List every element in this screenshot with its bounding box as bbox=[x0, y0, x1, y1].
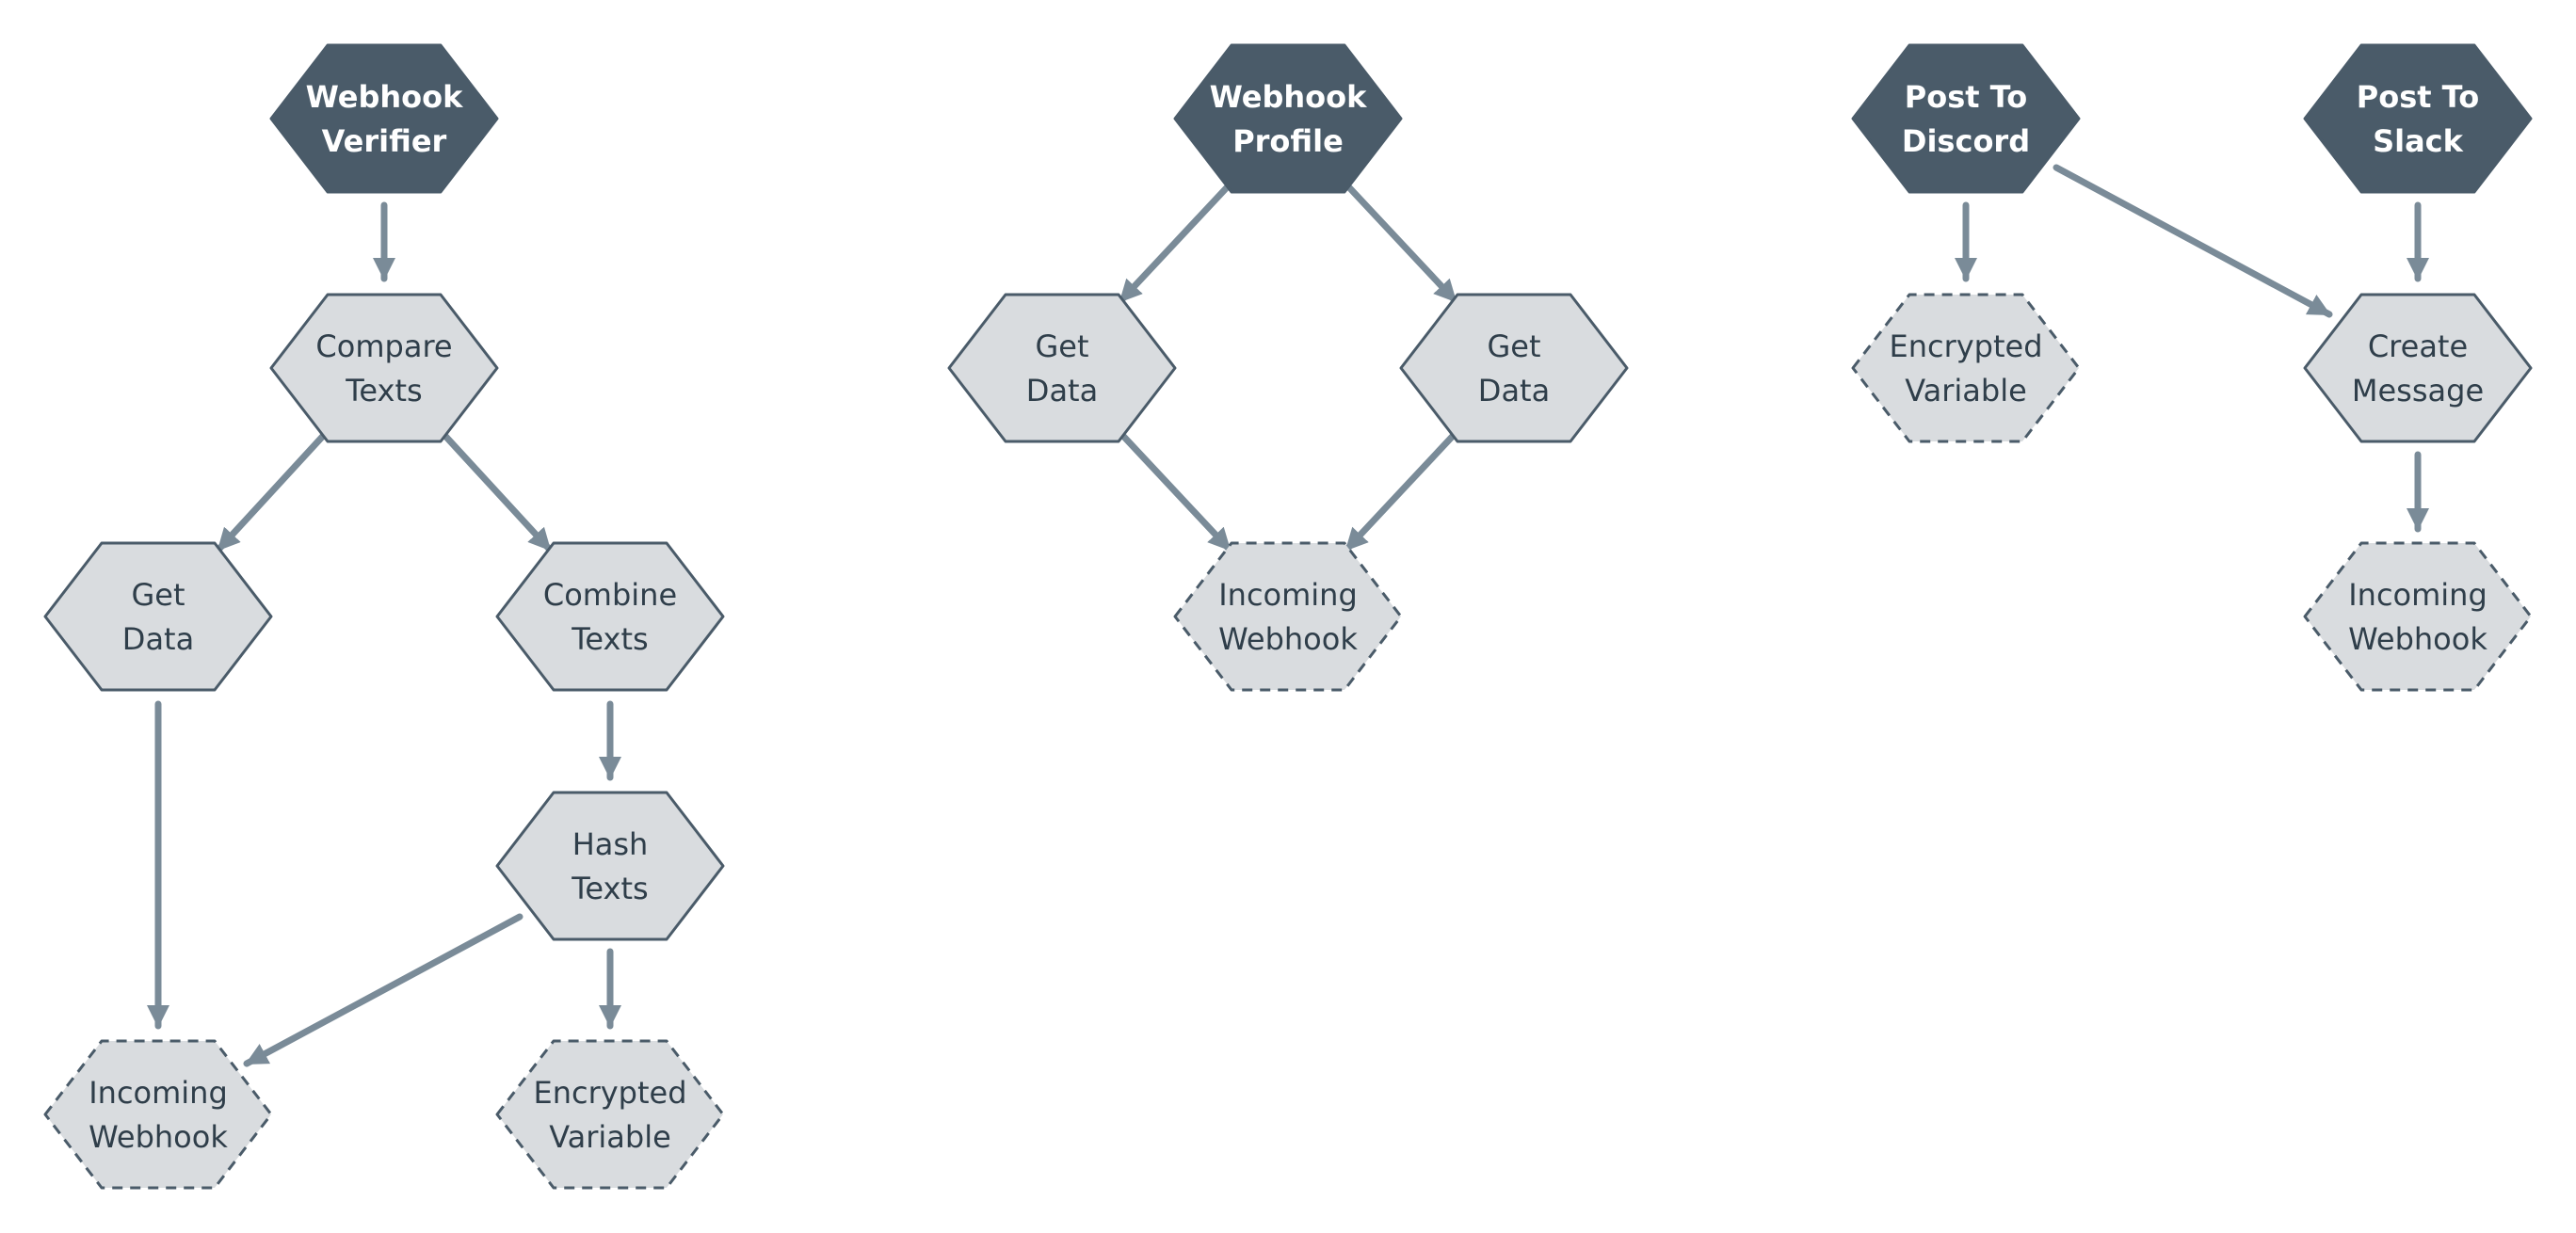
node-label-line: Texts bbox=[571, 621, 648, 657]
node-label-line: Texts bbox=[571, 871, 648, 906]
edge-compare-texts-to-get-data-1 bbox=[215, 429, 330, 553]
node-shape bbox=[269, 293, 499, 443]
node-label-line: Create bbox=[2368, 328, 2468, 364]
node-shape bbox=[495, 791, 725, 941]
node-label-line: Encrypted bbox=[533, 1075, 686, 1111]
node-label-line: Incoming bbox=[89, 1075, 228, 1111]
node-label-line: Data bbox=[1478, 373, 1550, 408]
node-label-line: Compare bbox=[315, 328, 452, 364]
edge-get-data-2-to-incoming-webhook-2 bbox=[1117, 429, 1233, 553]
edge-post-to-discord-to-create-message bbox=[2053, 164, 2333, 318]
node-label-line: Webhook bbox=[1210, 79, 1368, 115]
node-shape bbox=[1851, 43, 2081, 194]
node-shape bbox=[2303, 293, 2533, 443]
node-label-line: Discord bbox=[1902, 123, 2030, 159]
node-label-line: Get bbox=[1487, 328, 1540, 364]
edge-hash-texts-to-incoming-webhook-1 bbox=[243, 913, 523, 1067]
node-label-line: Data bbox=[1026, 373, 1098, 408]
node-shape bbox=[1173, 43, 1403, 194]
edges-layer bbox=[147, 164, 2429, 1067]
node-shape bbox=[495, 541, 725, 692]
node-post-to-slack[interactable]: Post To Slack bbox=[2303, 43, 2533, 194]
node-label-line: Message bbox=[2352, 373, 2484, 408]
node-post-to-discord[interactable]: Post To Discord bbox=[1851, 43, 2081, 194]
node-label-line: Slack bbox=[2373, 123, 2464, 159]
node-shape bbox=[2303, 43, 2533, 194]
node-label-line: Combine bbox=[543, 577, 677, 613]
node-shape bbox=[43, 541, 273, 692]
node-label-line: Texts bbox=[345, 373, 422, 408]
node-label-line: Profile bbox=[1232, 123, 1344, 159]
node-label-line: Get bbox=[1035, 328, 1088, 364]
node-label-line: Webhook bbox=[1218, 621, 1358, 657]
node-label-line: Get bbox=[131, 577, 185, 613]
node-shape bbox=[947, 293, 1177, 443]
node-label-line: Variable bbox=[1905, 373, 2027, 408]
edge-webhook-profile-to-get-data-2 bbox=[1117, 181, 1233, 305]
node-shape bbox=[1851, 293, 2081, 443]
node-label-line: Encrypted bbox=[1889, 328, 2042, 364]
edge-compare-texts-to-combine-texts bbox=[439, 429, 554, 553]
edge-webhook-profile-to-get-data-3 bbox=[1343, 181, 1459, 305]
node-shape bbox=[43, 1039, 273, 1190]
node-label-line: Webhook bbox=[89, 1119, 228, 1155]
node-label: Post To Discord bbox=[1902, 79, 2030, 159]
node-label-line: Incoming bbox=[1218, 577, 1358, 613]
node-shape bbox=[1399, 293, 1629, 443]
edge-get-data-3-to-incoming-webhook-2 bbox=[1343, 429, 1459, 553]
node-shape bbox=[495, 1039, 725, 1190]
node-label-line: Verifier bbox=[322, 123, 447, 159]
node-label-line: Post To bbox=[2357, 79, 2479, 115]
node-label-line: Incoming bbox=[2348, 577, 2487, 613]
node-label-line: Data bbox=[122, 621, 194, 657]
node-shape bbox=[1173, 541, 1403, 692]
node-label-line: Webhook bbox=[306, 79, 464, 115]
node-label-line: Hash bbox=[572, 826, 649, 862]
node-shape bbox=[269, 43, 499, 194]
node-label-line: Variable bbox=[549, 1119, 671, 1155]
node-label-line: Post To bbox=[1905, 79, 2027, 115]
node-shape bbox=[2303, 541, 2533, 692]
node-label-line: Webhook bbox=[2348, 621, 2487, 657]
node-label: Post To Slack bbox=[2357, 79, 2479, 159]
